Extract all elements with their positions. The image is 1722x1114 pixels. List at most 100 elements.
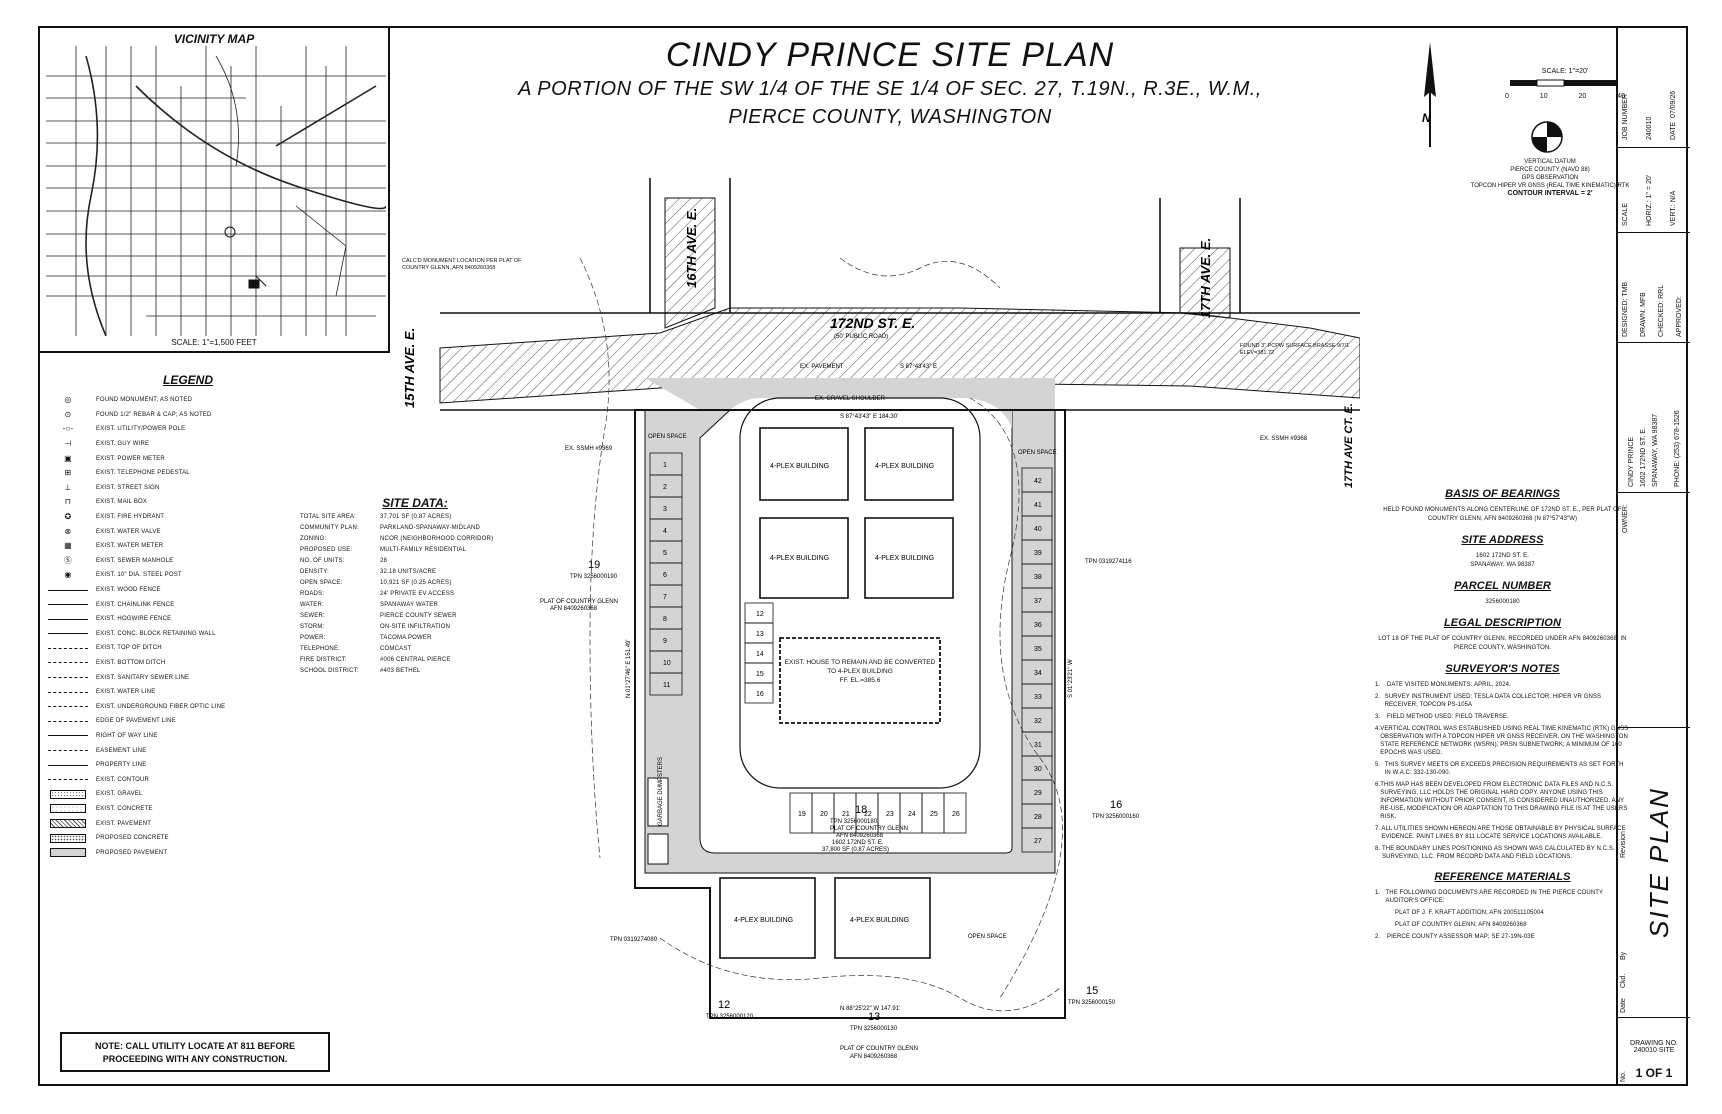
tb-vert: VERT.: N/A [1670,190,1677,226]
site-data-value: 37,701 SF (0.87 ACRES) [380,514,452,520]
tb-job-cell: JOB NUMBER 240010 DATE 07/09/26 [1618,28,1690,148]
legend-label: EXIST. WATER METER [96,543,164,550]
stall-number: 42 [1034,478,1042,485]
legend: LEGEND ◎FOUND MONUMENT; AS NOTED⊙FOUND 1… [48,373,288,860]
surveyor-note: 3.FIELD METHOD USED: FIELD TRAVERSE. [1375,714,1509,720]
parking-stall [1021,827,1053,853]
stall-number: 4 [663,528,667,535]
legend-label: FOUND 1/2" REBAR & CAP; AS NOTED [96,411,212,418]
site-data-key: ROADS: [300,591,325,597]
bearing-label: S 87°43'43" E [900,364,937,370]
tb-owner-cell: PHONE: (253) 678-1526 CINDY PRINCE 1602 … [1618,343,1690,493]
lot-afn: AFN 8409260368 [836,833,884,839]
site-data-row: TOTAL SITE AREA:37,701 SF (0.87 ACRES) [300,514,530,525]
stall-number: 36 [1034,622,1042,629]
site-data-key: WATER: [300,602,324,608]
legend-item: EXIST. CONTOUR [48,772,288,787]
site-data-key: PROPOSED USE: [300,547,353,553]
house-ff: FF. EL.=385.6 [839,677,881,684]
site-data-value: 32.18 UNITS/ACRE [380,569,437,575]
site-plan-drawing: 4-PLEX BUILDING 4-PLEX BUILDING 4-PLEX B… [402,178,1360,1060]
reference-materials-title: REFERENCE MATERIALS [1434,871,1571,883]
legend-label: EXIST. GRAVEL [96,791,143,798]
surveyor-note-text: SURVEY INSTRUMENT USED: TESLA DATA COLLE… [1384,694,1602,708]
legend-label: EXIST. UNDERGROUND FIBER OPTIC LINE [96,703,226,710]
legend-symbol-icon [48,731,88,741]
legend-symbol-icon: ⊥ [48,483,88,493]
scale-tick: 0 [1505,93,1509,100]
legend-symbol-icon [48,673,88,683]
legend-symbol-icon [48,600,88,610]
surveyor-note: 5.THIS SURVEY MEETS OR EXCEEDS PRECISION… [1375,761,1630,777]
site-data-key: DENSITY: [300,569,329,575]
site-data-value: 28 [380,558,388,564]
surveyor-note: 2.SURVEY INSTRUMENT USED: TESLA DATA COL… [1375,693,1630,709]
legend-symbol-icon: ⊣ [48,439,88,449]
legend-symbol-icon: -○- [48,424,88,434]
legend-glyph: ▣ [64,453,72,463]
datum-line: TOPCON HIPER VR GNSS (REAL TIME KINEMATI… [1470,183,1630,189]
contour-lines [579,257,1063,1012]
tb-job-number: 240010 [1646,116,1653,140]
stall-number: 39 [1034,550,1042,557]
legend-item: EXIST. PAVEMENT [48,816,288,831]
property-boundary [634,409,1066,1019]
vicinity-map: VICINITY MAP [40,28,390,353]
tb-phone: PHONE: (253) 678-1526 [1674,410,1681,487]
tb-date: DATE 07/09/26 [1670,91,1677,140]
legend-symbol-icon: ◎ [48,395,88,405]
site-data-row: FIRE DISTRICT:#006 CENTRAL PIERCE [300,657,530,668]
drawing-title-block: CINDY PRINCE SITE PLAN A PORTION OF THE … [510,36,1270,131]
legend-item: EXIST. WATER LINE [48,685,288,700]
stall-number: 12 [756,611,764,618]
drawing-title: CINDY PRINCE SITE PLAN [665,36,1115,74]
site-data-value: TACOMA POWER [380,635,432,641]
site-data-row: SCHOOL DISTRICT:#403 BETHEL [300,668,530,679]
legend-label: EXIST. PAVEMENT [96,820,152,827]
stall-number: 35 [1034,646,1042,653]
legend-label: EXIST. WATER VALVE [96,528,161,535]
lot-19-plat: PLAT OF COUNTRY GLENN [540,599,618,605]
site-data-value: SPANAWAY WATER [380,602,439,608]
stall-number: 25 [930,811,938,818]
legend-label: PROPERTY LINE [96,762,147,769]
bearing-label: S 01°23'21" W [1068,659,1074,698]
legend-glyph: -○- [62,424,74,434]
legend-label: EXIST. UTILITY/POWER POLE [96,426,186,433]
tb-date-col: Date [1620,998,1627,1013]
legend-item: PROPERTY LINE [48,758,288,773]
stall-number: 31 [1034,742,1042,749]
legend-item: PROPOSED PAVEMENT [48,845,288,860]
tb-designed: DESIGNED: TMB [1622,281,1629,337]
legend-symbol-icon: ▣ [48,454,88,464]
tb-owner-name: CINDY PRINCE [1628,436,1635,487]
basis-of-bearings-text: HELD FOUND MONUMENTS ALONG CENTERLINE OF… [1383,507,1622,522]
legend-glyph: ▦ [64,541,72,551]
legend-glyph: ⊗ [64,526,72,536]
legend-label: EXIST. MAIL BOX [96,499,148,506]
site-data-value: 24' PRIVATE EV ACCESS [380,591,455,597]
street-label-172nd-sub: (50' PUBLIC ROAD) [834,334,888,340]
legend-list: ◎FOUND MONUMENT; AS NOTED⊙FOUND 1/2" REB… [48,393,288,860]
datum-line: VERTICAL DATUM [1524,159,1576,165]
parking-stall [943,792,967,834]
stall-number: 3 [663,506,667,513]
legend-glyph: ⊙ [64,409,72,419]
legend-label: EXIST. CONCRETE [96,805,153,812]
site-data-value: COMCAST [380,646,412,652]
legend-symbol-icon [48,702,88,712]
tb-scale-cell: SCALE HORIZ.: 1" = 20' VERT.: N/A [1618,148,1690,233]
legend-glyph: ◉ [64,570,72,580]
open-space-label: OPEN SPACE [968,934,1007,940]
legend-item: EXIST. TOP OF DITCH [48,641,288,656]
legend-label: EXIST. 10" DIA. STEEL POST [96,572,182,579]
site-data-row: SEWER:PIERCE COUNTY SEWER [300,613,530,624]
building-label: 4-PLEX BUILDING [770,555,829,562]
lot-number: 18 [855,804,867,816]
legend-label: EXIST. HOGWIRE FENCE [96,616,172,623]
street-label-16th: 16TH AVE. E. [684,208,699,288]
buildings [719,427,954,959]
scale-tick: 10 [1539,93,1548,100]
dumpster-label: GARBAGE DUMPSTERS [658,757,664,826]
tb-sheet-number: 1 OF 1 [1635,1066,1673,1080]
